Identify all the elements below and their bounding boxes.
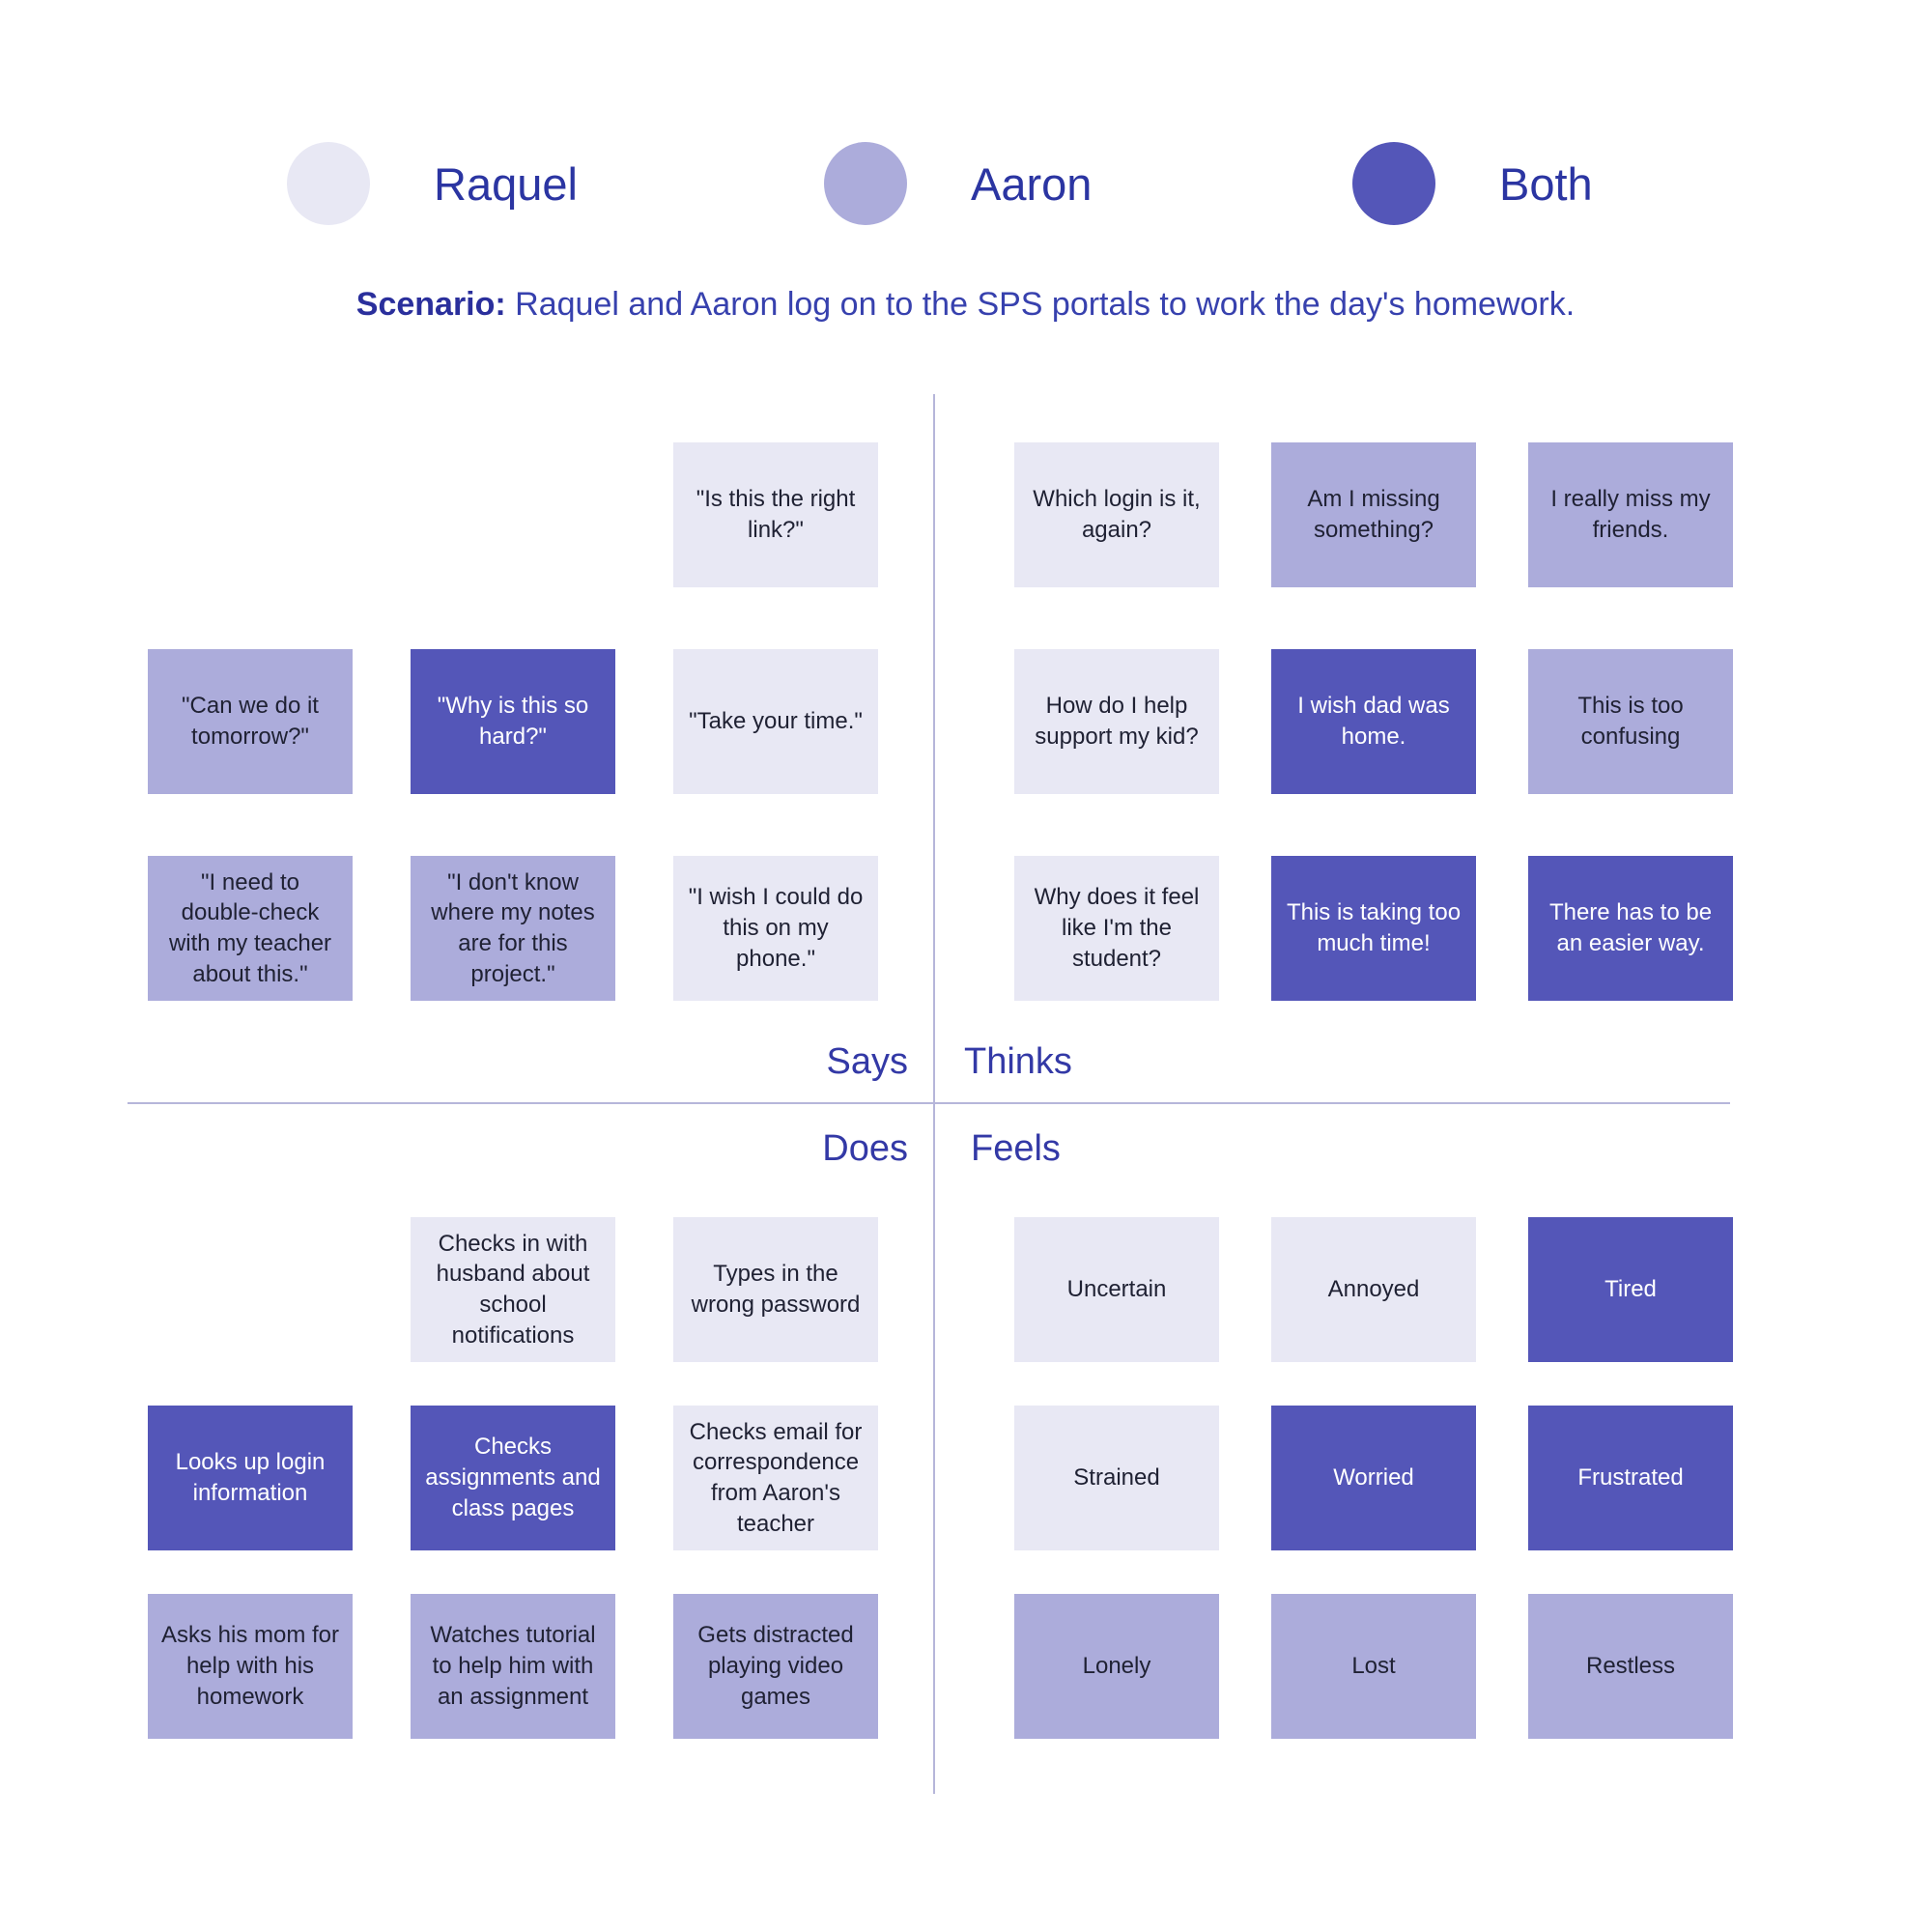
sticky-note[interactable]: "I don't know where my notes are for thi… [411, 856, 615, 1001]
says-label: Says [826, 1041, 908, 1082]
sticky-note-text: This is taking too much time! [1286, 899, 1462, 956]
legend-label-aaron: Aaron [971, 157, 1093, 210]
sticky-note-text: Types in the wrong password [691, 1261, 861, 1318]
feels-quadrant: Uncertain Annoyed Tired Strained Worried… [1014, 1217, 1733, 1739]
sticky-note[interactable]: Asks his mom for help with his homework [148, 1594, 353, 1739]
scenario-description: Raquel and Aaron log on to the SPS porta… [505, 286, 1576, 323]
legend-item-raquel: Raquel [287, 142, 578, 225]
sticky-note[interactable]: Lonely [1014, 1594, 1219, 1739]
sticky-note[interactable]: I wish dad was home. [1271, 649, 1476, 794]
sticky-note[interactable]: Which login is it, again? [1014, 442, 1219, 587]
sticky-note-text: Lost [1351, 1653, 1396, 1680]
sticky-note-text: Tired [1604, 1276, 1657, 1303]
sticky-note[interactable]: "Why is this so hard?" [411, 649, 615, 794]
sticky-note[interactable]: Tired [1528, 1217, 1733, 1362]
scenario-text: Scenario: Raquel and Aaron log on to the… [0, 286, 1931, 324]
sticky-note-text: Checks in with husband about school noti… [436, 1230, 590, 1349]
quadrant-divider-vertical [933, 394, 935, 1794]
sticky-note-text: Checks email for correspondence from Aar… [689, 1418, 863, 1537]
sticky-note[interactable]: Types in the wrong password [673, 1217, 878, 1362]
sticky-note[interactable]: This is taking too much time! [1271, 856, 1476, 1001]
sticky-note[interactable]: Frustrated [1528, 1406, 1733, 1550]
sticky-note-text: "Why is this so hard?" [437, 693, 589, 750]
aaron-color-swatch [824, 142, 907, 225]
sticky-note-text: There has to be an easier way. [1548, 899, 1713, 956]
both-color-swatch [1352, 142, 1435, 225]
sticky-note[interactable]: Restless [1528, 1594, 1733, 1739]
sticky-note-text: I wish dad was home. [1297, 693, 1450, 750]
sticky-note-text: Annoyed [1327, 1276, 1420, 1303]
sticky-note-text: "I wish I could do this on my phone." [688, 884, 864, 972]
sticky-note-text: Lonely [1082, 1653, 1151, 1680]
sticky-note[interactable]: Strained [1014, 1406, 1219, 1550]
sticky-note[interactable]: Gets distracted playing video games [673, 1594, 878, 1739]
sticky-note-text: Looks up login information [175, 1449, 326, 1506]
sticky-note-text: Frustrated [1577, 1464, 1684, 1492]
sticky-note-text: "Take your time." [689, 708, 863, 735]
sticky-note[interactable]: Am I missing something? [1271, 442, 1476, 587]
sticky-note[interactable]: This is too confusing [1528, 649, 1733, 794]
sticky-note-text: Uncertain [1066, 1276, 1167, 1303]
sticky-note[interactable]: Lost [1271, 1594, 1476, 1739]
sticky-note[interactable]: There has to be an easier way. [1528, 856, 1733, 1001]
sticky-note[interactable]: Why does it feel like I'm the student? [1014, 856, 1219, 1001]
sticky-note-text: Watches tutorial to help him with an ass… [430, 1622, 596, 1710]
sticky-note-text: Restless [1585, 1653, 1676, 1680]
sticky-note[interactable]: How do I help support my kid? [1014, 649, 1219, 794]
sticky-note-text: Worried [1333, 1464, 1414, 1492]
sticky-note[interactable]: Checks assignments and class pages [411, 1406, 615, 1550]
sticky-note-text: "Can we do it tomorrow?" [182, 693, 319, 750]
sticky-note[interactable]: I really miss my friends. [1528, 442, 1733, 587]
sticky-note-text: I really miss my friends. [1550, 486, 1711, 543]
sticky-note[interactable]: "Is this the right link?" [673, 442, 878, 587]
thinks-quadrant: Which login is it, again? Am I missing s… [1014, 442, 1733, 1001]
sticky-note[interactable]: Checks email for correspondence from Aar… [673, 1406, 878, 1550]
sticky-note-text: Which login is it, again? [1033, 486, 1201, 543]
sticky-note-text: Checks assignments and class pages [425, 1434, 601, 1521]
legend-item-aaron: Aaron [824, 142, 1092, 225]
legend-item-both: Both [1352, 142, 1593, 225]
scenario-label: Scenario: [355, 286, 506, 323]
sticky-note-text: "I need to double-check with my teacher … [168, 868, 332, 987]
sticky-note-text: Am I missing something? [1307, 486, 1440, 543]
sticky-note-text: Asks his mom for help with his homework [160, 1622, 340, 1710]
legend-label-raquel: Raquel [434, 157, 578, 210]
sticky-note-text: "Is this the right link?" [696, 486, 856, 543]
legend-label-both: Both [1499, 157, 1593, 210]
thinks-label: Thinks [964, 1041, 1072, 1082]
sticky-note[interactable]: "I need to double-check with my teacher … [148, 856, 353, 1001]
sticky-note[interactable]: Watches tutorial to help him with an ass… [411, 1594, 615, 1739]
sticky-note[interactable]: Looks up login information [148, 1406, 353, 1550]
sticky-note[interactable]: Annoyed [1271, 1217, 1476, 1362]
does-quadrant: Checks in with husband about school noti… [148, 1217, 878, 1739]
says-quadrant: "Is this the right link?" "Can we do it … [148, 442, 878, 1001]
sticky-note-text: Gets distracted playing video games [697, 1622, 854, 1710]
sticky-note-text: Strained [1073, 1464, 1160, 1492]
quadrant-divider-horizontal [128, 1102, 1730, 1104]
sticky-note-text: This is too confusing [1577, 693, 1684, 750]
sticky-note[interactable]: "Can we do it tomorrow?" [148, 649, 353, 794]
sticky-note[interactable]: Checks in with husband about school noti… [411, 1217, 615, 1362]
does-label: Does [822, 1128, 908, 1169]
raquel-color-swatch [287, 142, 370, 225]
sticky-note-text: How do I help support my kid? [1035, 693, 1199, 750]
sticky-note-text: "I don't know where my notes are for thi… [431, 868, 595, 987]
feels-label: Feels [971, 1128, 1061, 1169]
sticky-note[interactable]: "I wish I could do this on my phone." [673, 856, 878, 1001]
sticky-note[interactable]: "Take your time." [673, 649, 878, 794]
sticky-note[interactable]: Worried [1271, 1406, 1476, 1550]
sticky-note-text: Why does it feel like I'm the student? [1034, 884, 1200, 972]
sticky-note[interactable]: Uncertain [1014, 1217, 1219, 1362]
